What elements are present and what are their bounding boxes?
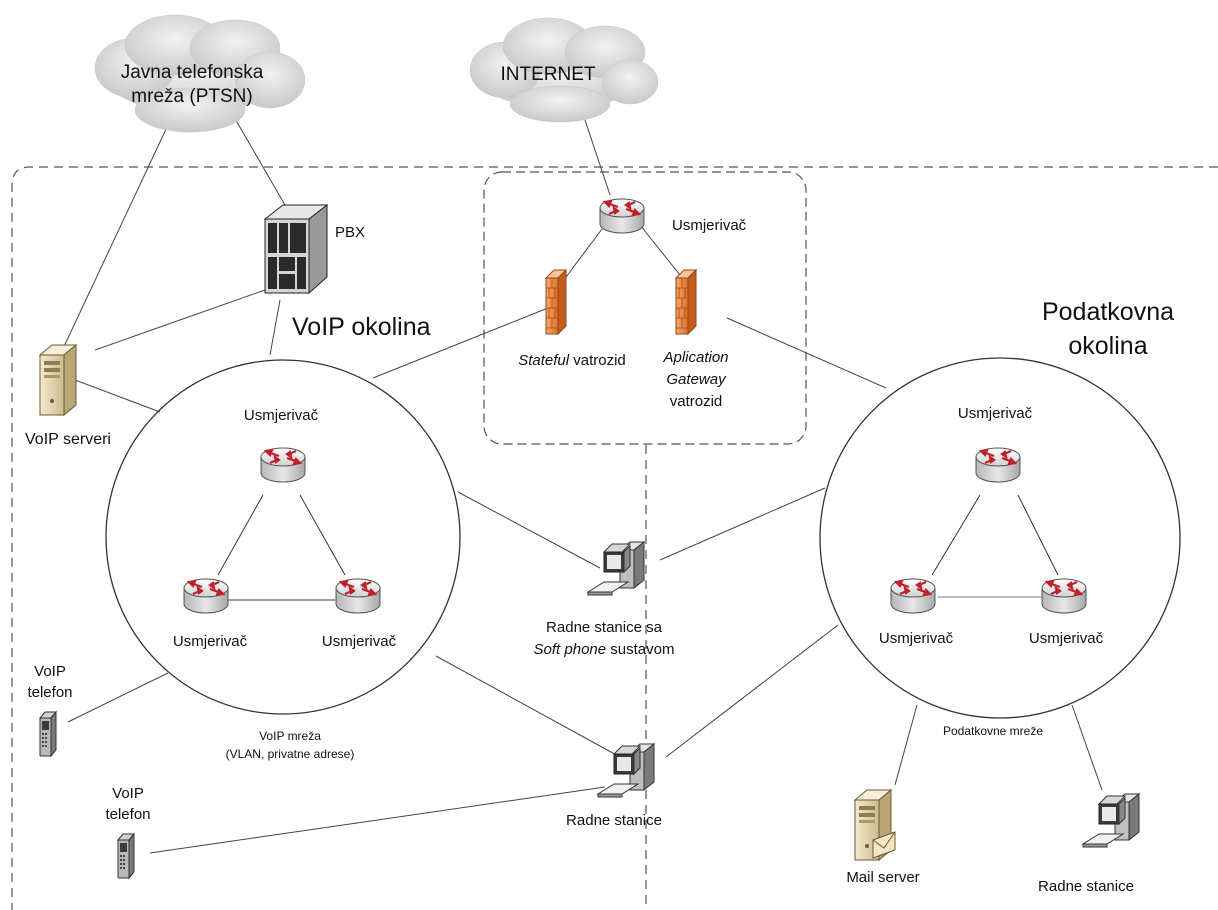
voip-server-icon[interactable] [39, 344, 77, 416]
softphone-ws-label-line1: Radne stanice sa [546, 619, 663, 636]
data-router-left-label: Usmjerivač [879, 630, 954, 647]
voip-router-left-label: Usmjerivač [173, 633, 248, 650]
voip-phone2-label-line2: telefon [105, 806, 150, 823]
data-zone-circle [819, 357, 1181, 719]
voip-network-label-line2: (VLAN, privatne adrese) [226, 747, 355, 761]
voip-router-left-icon[interactable] [182, 577, 230, 615]
data-workstation-icon[interactable] [1082, 793, 1140, 848]
dmz-router-label: Usmjerivač [672, 217, 747, 234]
data-zone-title-line1: Podatkovna [1042, 298, 1174, 326]
internet-label: INTERNET [501, 64, 596, 85]
data-router-left-icon[interactable] [889, 577, 937, 615]
voip-router-right-icon[interactable] [334, 577, 382, 615]
voip-zone-circle [105, 359, 461, 715]
voip-router-top-label: Usmjerivač [244, 407, 319, 424]
app-gateway-label-line1: Aplication [662, 349, 728, 366]
data-networks-label: Podatkovne mreže [943, 724, 1043, 738]
voip-router-links [217, 494, 346, 601]
data-zone-title-line2: okolina [1068, 332, 1147, 360]
pstn-label-line1: Javna telefonska [121, 62, 264, 83]
voip-phone2-label-line1: VoIP [112, 785, 144, 802]
workstations-label: Radne stanice [566, 812, 662, 829]
dmz-box [483, 171, 807, 445]
app-gateway-firewall-icon[interactable] [675, 269, 697, 335]
mail-server-icon[interactable] [854, 789, 896, 861]
softphone-ws-label-line2: Soft phone sustavom [534, 641, 675, 658]
data-router-right-label: Usmjerivač [1029, 630, 1104, 647]
voip-phone-label-line1: VoIP [34, 663, 66, 680]
voip-phone-icon[interactable] [39, 711, 57, 757]
voip-router-right-label: Usmjerivač [322, 633, 397, 650]
data-router-right-icon[interactable] [1040, 577, 1088, 615]
enterprise-boundary [11, 166, 1218, 910]
data-router-top-label: Usmjerivač [958, 405, 1033, 422]
pbx-icon[interactable] [263, 203, 329, 295]
data-workstations-label: Radne stanice [1038, 878, 1134, 895]
voip-zone-title: VoIP okolina [292, 313, 431, 341]
data-router-top-icon[interactable] [974, 446, 1022, 484]
internet-cloud [469, 17, 659, 123]
voip-network-label-line1: VoIP mreža [259, 729, 321, 743]
pstn-label-line2: mreža (PTSN) [131, 86, 252, 107]
voip-servers-label: VoIP serveri [25, 431, 111, 448]
app-gateway-label-line2: Gateway [666, 371, 727, 388]
pstn-cloud [94, 14, 306, 133]
voip-router-top-icon[interactable] [259, 446, 307, 484]
mail-server-label: Mail server [846, 869, 919, 886]
app-gateway-label-line3: vatrozid [670, 393, 723, 410]
workstation-icon[interactable] [597, 743, 655, 798]
dmz-router-icon[interactable] [598, 197, 646, 235]
data-router-links [931, 494, 1059, 576]
pbx-label: PBX [335, 224, 365, 241]
voip-phone-label-line2: telefon [27, 684, 72, 701]
voip-phone-icon[interactable] [117, 833, 135, 879]
softphone-workstation-icon[interactable] [587, 541, 645, 596]
connection-lines [59, 104, 1103, 854]
stateful-firewall-icon[interactable] [545, 269, 567, 335]
stateful-firewall-label: Stateful vatrozid [518, 352, 626, 369]
